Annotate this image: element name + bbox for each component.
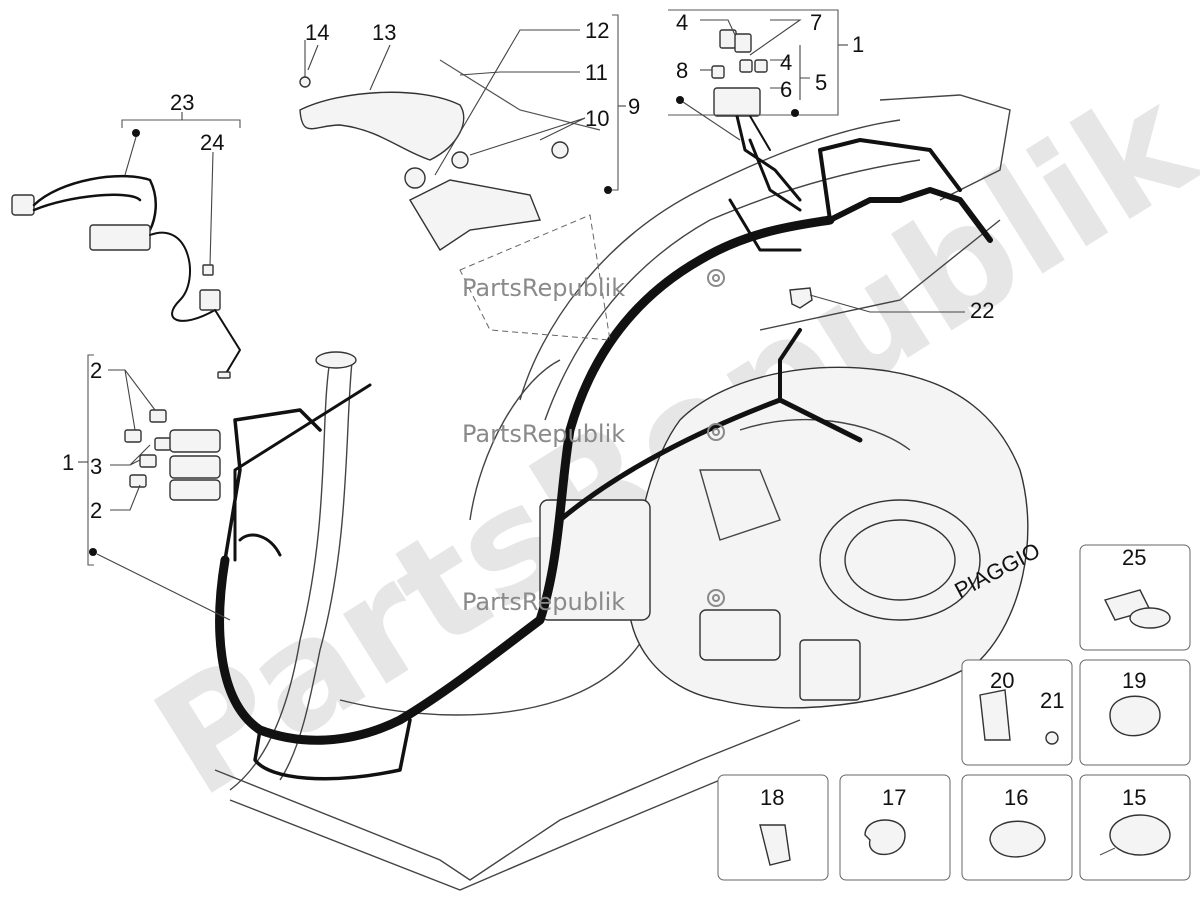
- callout-4-a: 4: [676, 10, 688, 35]
- callout-25: 25: [1122, 545, 1146, 570]
- gear-icon: [707, 269, 725, 287]
- callout-2-bottom: 2: [90, 498, 102, 523]
- engine-assembly: PIAGGIO: [627, 366, 1044, 709]
- callout-20: 20: [990, 668, 1014, 693]
- callout-10: 10: [585, 106, 609, 131]
- brand-watermark-bottom: PartsRepublik: [462, 588, 625, 616]
- callout-1-left: 1: [62, 450, 74, 475]
- main-wiring-harness: [215, 138, 993, 781]
- brand-watermark-top: PartsRepublik: [462, 274, 625, 302]
- callout-18: 18: [760, 785, 784, 810]
- auxiliary-harness: [11, 174, 241, 379]
- parts-group-outline: [459, 214, 611, 341]
- brand-watermark-middle: PartsRepublik: [462, 420, 625, 448]
- bracket-part-22: [789, 287, 813, 309]
- callout-9: 9: [628, 94, 640, 119]
- callout-22: 22: [970, 298, 994, 323]
- handlebar-cover-assembly: [299, 40, 601, 251]
- callout-14: 14: [305, 20, 329, 45]
- callout-19: 19: [1122, 668, 1146, 693]
- callout-1-top: 1: [852, 32, 864, 57]
- callout-21: 21: [1040, 688, 1064, 713]
- gear-icon: [707, 423, 725, 441]
- callout-4-b: 4: [780, 50, 792, 75]
- callout-12: 12: [585, 18, 609, 43]
- leader-lines: [78, 9, 965, 621]
- callout-23: 23: [170, 90, 194, 115]
- callout-5: 5: [815, 70, 827, 95]
- clamp-detail-boxes: [717, 544, 1191, 881]
- callout-2-top: 2: [90, 358, 102, 383]
- fuse-box-assembly: [711, 29, 802, 202]
- brand-watermarks: PartsRepublik PartsRepublik PartsRepubli…: [462, 269, 725, 616]
- callout-17: 17: [882, 785, 906, 810]
- gear-icon: [707, 589, 725, 607]
- callout-8: 8: [676, 58, 688, 83]
- battery-compartment: [539, 499, 651, 621]
- callout-15: 15: [1122, 785, 1146, 810]
- callout-16: 16: [1004, 785, 1028, 810]
- callout-3: 3: [90, 454, 102, 479]
- callout-24: 24: [200, 130, 224, 155]
- callout-13: 13: [372, 20, 396, 45]
- callout-11: 11: [585, 60, 608, 85]
- callout-7: 7: [810, 10, 822, 35]
- callout-6: 6: [780, 77, 792, 102]
- relay-set-left: [124, 409, 221, 501]
- callout-labels: 1 1 2 2 3 4 4 5 6 7 8 9 10 11 12 13 14 1…: [62, 10, 1146, 810]
